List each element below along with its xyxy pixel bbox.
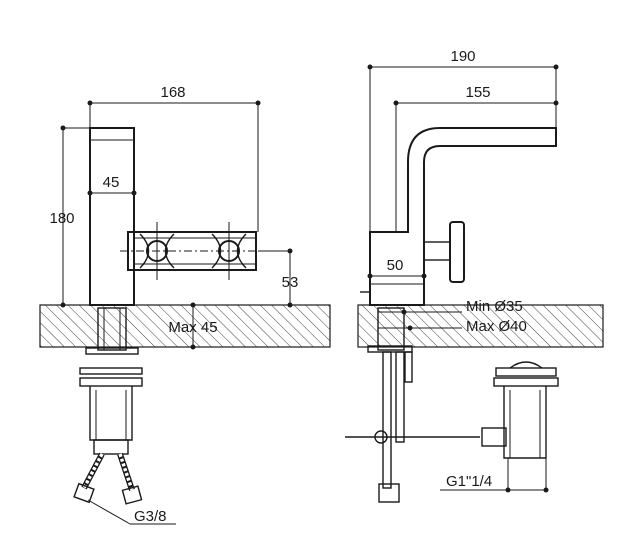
dim-hose-thread: G3/8 [87, 499, 176, 525]
dim-text-g38: G3/8 [134, 508, 167, 525]
left-mounting-shank [85, 307, 139, 355]
left-waste-valve [79, 367, 143, 455]
right-waste-valve [481, 361, 559, 459]
dim-max-thickness: Max 45 [168, 302, 218, 350]
dim-left-height: 180 [49, 125, 90, 308]
left-handle-1 [139, 222, 175, 280]
right-handle [423, 221, 465, 283]
dim-text-min35: Min Ø35 [466, 298, 523, 315]
dim-text-155: 155 [465, 84, 490, 101]
dim-text-max45: Max 45 [168, 319, 217, 336]
dim-text-190: 190 [450, 48, 475, 65]
dim-right-body: 50 [367, 257, 427, 279]
right-faucet-body [360, 127, 557, 306]
dim-hole-diameter: Min Ø35 Max Ø40 [378, 298, 527, 335]
dim-text-g114: G1"1/4 [446, 473, 492, 490]
dim-left-body: 45 [87, 174, 137, 196]
countertop-left [39, 304, 331, 348]
dim-text-max40: Max Ø40 [466, 318, 527, 335]
dim-right-reach: 155 [393, 84, 559, 232]
dim-text-53: 53 [282, 274, 299, 291]
dim-text-168: 168 [160, 84, 185, 101]
dim-left-width: 168 [87, 84, 261, 232]
left-supply-hoses [73, 452, 143, 505]
dim-text-180: 180 [49, 210, 74, 227]
dim-text-50: 50 [387, 257, 404, 274]
left-handle-2 [211, 222, 247, 280]
dim-left-spout: 53 [258, 248, 299, 308]
right-supply-hoses [345, 351, 480, 503]
dim-waste-thread: G1"1/4 [440, 458, 549, 493]
dim-text-45: 45 [103, 174, 120, 191]
left-faucet-body [89, 127, 270, 306]
